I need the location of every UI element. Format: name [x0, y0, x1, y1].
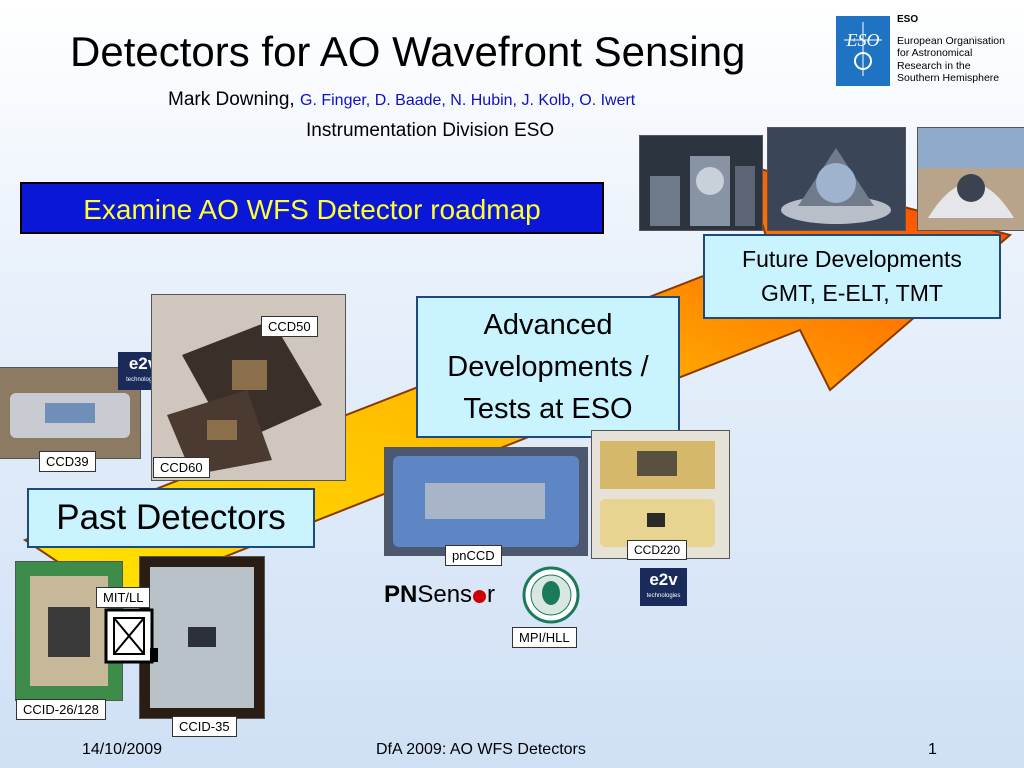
- eso-line-3: Research in the: [897, 59, 971, 72]
- pnsensor-o-mark: [473, 590, 487, 603]
- ccid26-label: CCID-26/128: [16, 699, 106, 720]
- advanced-developments-callout: Advanced Developments / Tests at ESO: [416, 296, 680, 438]
- future-line-2: GMT, E-ELT, TMT: [761, 280, 943, 306]
- future-developments-callout: Future Developments GMT, E-ELT, TMT: [703, 234, 1001, 319]
- ccid35-label: CCID-35: [172, 716, 237, 737]
- mit-ll-logo: [104, 608, 160, 664]
- pnsensor-rest: Sens: [417, 581, 473, 608]
- advanced-line-3: Tests at ESO: [463, 393, 633, 425]
- advanced-line-2: Developments /: [447, 351, 649, 383]
- e2v-logo-2-text: e2v: [649, 570, 678, 589]
- eso-logo: ESO: [836, 16, 890, 86]
- max-planck-logo: [522, 566, 580, 624]
- pnsensor-pn: PN: [384, 581, 418, 608]
- ccid26-photo: [16, 562, 122, 700]
- telescope-photo-eelt: [768, 128, 905, 230]
- mit-ll-label: MIT/LL: [96, 587, 151, 608]
- footer-event: DfA 2009: AO WFS Detectors: [376, 741, 586, 758]
- eso-line-1: European Organisation: [897, 34, 1005, 47]
- slide-title: Detectors for AO Wavefront Sensing: [70, 28, 746, 75]
- ccd60-label: CCD60: [153, 457, 210, 478]
- pnsensor-end: r: [487, 581, 496, 608]
- ccid35-photo: [140, 557, 264, 718]
- presenter-name: Mark Downing,: [168, 89, 300, 110]
- pnccd-label: pnCCD: [445, 545, 502, 566]
- ccd39-label: CCD39: [39, 451, 96, 472]
- e2v-logo-2: e2v technologies: [640, 568, 687, 606]
- pnccd-photo: [385, 448, 587, 555]
- ccd220-label: CCD220: [627, 540, 688, 560]
- advanced-line-1: Advanced: [483, 309, 613, 341]
- ccd220-photo: [592, 431, 729, 558]
- future-line-1: Future Developments: [742, 246, 962, 272]
- ccd50-label: CCD50: [261, 316, 318, 337]
- past-detectors-callout: Past Detectors: [27, 488, 315, 548]
- author-line: Mark Downing, G. Finger, D. Baade, N. Hu…: [168, 89, 635, 111]
- e2v-logo-1-sub: technologies: [126, 377, 160, 383]
- eso-text-block: ESO European Organisation for Astronomic…: [897, 14, 1005, 85]
- eso-header: ESO: [897, 14, 919, 25]
- e2v-logo-2-sub: technologies: [646, 593, 681, 599]
- ccd39-photo: [0, 368, 140, 458]
- eso-line-4: Southern Hemisphere: [897, 72, 1000, 84]
- telescope-photo-tmt: [918, 128, 1024, 230]
- e2v-logo-1-text: e2v: [128, 354, 158, 373]
- ccd50-ccd60-photo: [152, 295, 345, 480]
- telescope-photo-gmt: [640, 136, 762, 230]
- coauthors: G. Finger, D. Baade, N. Hubin, J. Kolb, …: [300, 92, 636, 109]
- footer-page-number: 1: [928, 741, 937, 758]
- footer-date: 14/10/2009: [82, 741, 163, 758]
- roadmap-heading-box: Examine AO WFS Detector roadmap: [20, 182, 604, 234]
- mpi-hll-label: MPI/HLL: [512, 627, 577, 648]
- eso-line-2: for Astronomical: [897, 47, 973, 59]
- division: Instrumentation Division ESO: [306, 120, 555, 141]
